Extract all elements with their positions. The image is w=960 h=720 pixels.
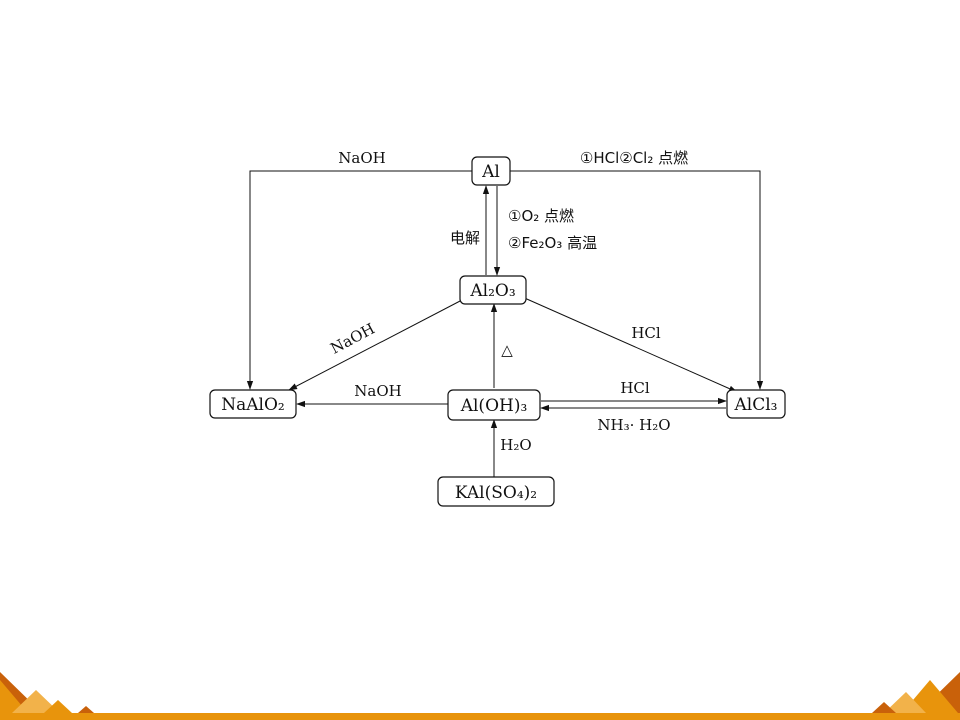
node-alcl3-label: AlCl₃: [734, 395, 778, 415]
footer-triangle-left-4: [44, 700, 72, 713]
node-al2o3: Al₂O₃: [459, 275, 527, 305]
label-al-to-alcl3: ①HCl②Cl₂ 点燃: [580, 149, 688, 167]
label-al-to-al2o3-line1: ①O₂ 点燃: [508, 207, 574, 225]
node-naalo2-label: NaAlO₂: [221, 395, 284, 415]
node-al: Al: [471, 156, 511, 186]
label-aloh3-to-naalo2: NaOH: [354, 382, 401, 400]
edge-al-to-naalo2: [246, 170, 472, 390]
label-alcl3-to-aloh3: NH₃· H₂O: [597, 416, 670, 434]
label-al-to-al2o3-line2: ②Fe₂O₃ 高温: [508, 234, 597, 252]
footer-triangle-right-4: [872, 702, 896, 713]
footer-triangle-left-5: [78, 706, 94, 713]
node-naalo2: NaAlO₂: [209, 389, 297, 419]
node-aloh3-label: Al(OH)₃: [460, 396, 528, 416]
edge-al2o3-to-naalo2: [288, 299, 463, 391]
node-al-label: Al: [481, 162, 500, 182]
label-al2o3-to-al: 电解: [450, 229, 480, 247]
footer-bar: [0, 713, 960, 720]
node-kal: KAl(SO₄)₂: [437, 476, 555, 507]
label-al2o3-to-alcl3: HCl: [631, 324, 661, 342]
footer-triangle-right-3: [884, 692, 926, 713]
footer-triangle-left-3: [12, 690, 60, 713]
label-kal-to-aloh3: H₂O: [500, 436, 531, 454]
label-al2o3-to-naalo2: NaOH: [327, 319, 377, 357]
edge-al2o3-to-alcl3: [519, 295, 738, 393]
edge-al-to-alcl3: [510, 170, 764, 390]
node-alcl3: AlCl₃: [726, 389, 786, 419]
node-al2o3-label: Al₂O₃: [469, 281, 515, 301]
label-al-to-naalo2: NaOH: [338, 149, 385, 167]
label-aloh3-to-alcl3: HCl: [620, 379, 650, 397]
node-aloh3: Al(OH)₃: [447, 389, 541, 421]
node-kal-label: KAl(SO₄)₂: [455, 483, 537, 503]
footer-decoration: [0, 672, 960, 720]
label-aloh3-to-al2o3: △: [501, 341, 513, 359]
